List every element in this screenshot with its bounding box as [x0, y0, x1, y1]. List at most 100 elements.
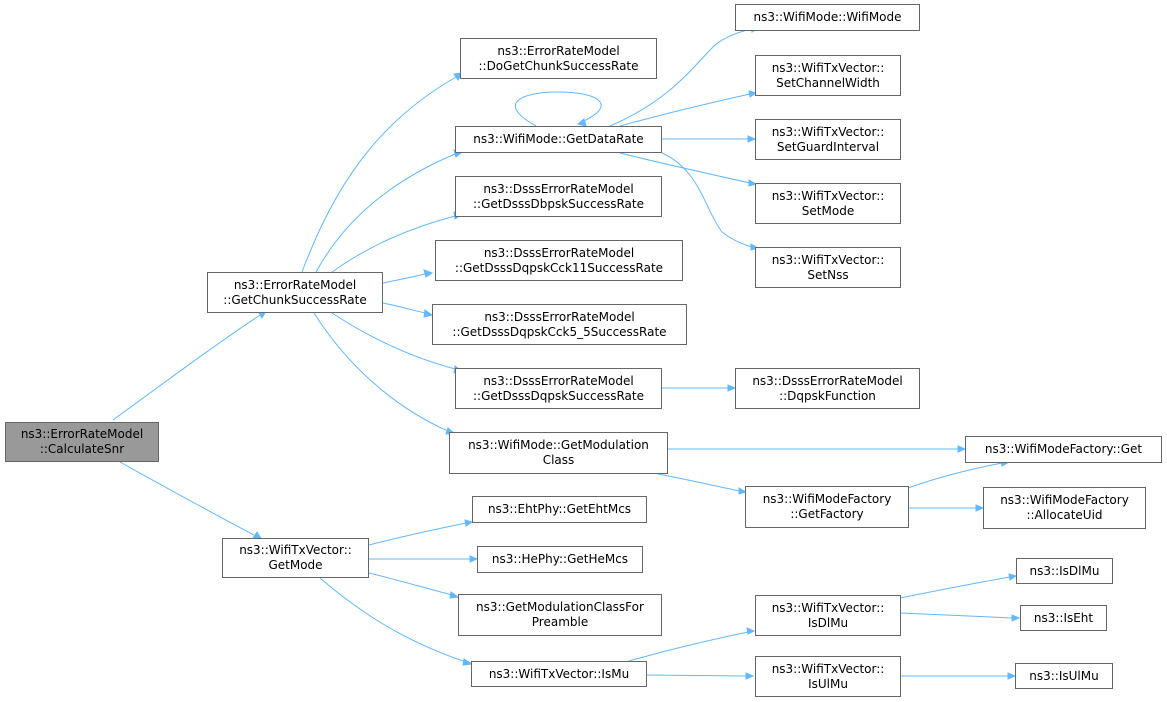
edge-getchunk-getmodclass [313, 312, 449, 432]
node-line: ns3::DsssErrorRateModel [483, 373, 634, 388]
arrowhead [449, 591, 460, 599]
node-set-guard-interval[interactable]: ns3::WifiTxVector:: SetGuardInterval [755, 119, 901, 160]
node-line: SetMode [801, 203, 855, 218]
node-line: SetNss [807, 267, 849, 282]
node-line: IsDlMu [807, 615, 849, 630]
node-line: ns3::ErrorRateModel [497, 43, 620, 58]
node-set-nss[interactable]: ns3::WifiTxVector:: SetNss [755, 247, 901, 288]
node-get-modulation-class-for-preamble[interactable]: ns3::GetModulationClassFor Preamble [458, 594, 662, 636]
node-line: ns3::WifiModeFactory::Get [984, 442, 1143, 456]
node-get-dsss-dbpsk-success-rate[interactable]: ns3::DsssErrorRateModel ::GetDsssDbpskSu… [455, 176, 662, 217]
edge-getmode-modclasspre [368, 572, 453, 596]
node-line: ::CalculateSnr [39, 442, 125, 456]
node-get-chunk-success-rate[interactable]: ns3::ErrorRateModel ::GetChunkSuccessRat… [207, 272, 383, 313]
edge-getdatarate-wifimode [609, 28, 753, 127]
node-line: ns3::IsDlMu [1029, 563, 1100, 578]
node-get-mode[interactable]: ns3::WifiTxVector:: GetMode [222, 538, 369, 578]
node-get-factory[interactable]: ns3::WifiModeFactory ::GetFactory [745, 486, 909, 528]
node-line: IsUlMu [808, 676, 848, 691]
edge-getmodclass-getfactory [657, 473, 741, 492]
node-allocate-uid[interactable]: ns3::WifiModeFactory ::AllocateUid [983, 487, 1146, 529]
node-dqpsk-function[interactable]: ns3::DsssErrorRateModel ::DqpskFunction [735, 368, 920, 409]
node-wifi-mode-ctor[interactable]: ns3::WifiMode::WifiMode [735, 4, 920, 31]
node-tx-is-ul-mu[interactable]: ns3::WifiTxVector:: IsUlMu [755, 656, 901, 697]
edge-txisdlmu-isdlmu [899, 576, 1011, 599]
arrowhead [727, 384, 737, 392]
node-line: ns3::DsssErrorRateModel [483, 181, 634, 196]
arrowhead [957, 445, 967, 453]
edge-getchunk-cck55 [382, 302, 426, 314]
node-line: Class [542, 453, 575, 467]
edge-getmode-ismu [319, 577, 467, 663]
node-set-mode[interactable]: ns3::WifiTxVector:: SetMode [755, 183, 901, 224]
node-line: ns3::WifiTxVector:: [771, 252, 885, 267]
node-is-eht[interactable]: ns3::IsEht [1020, 605, 1107, 631]
edge-ismu-txisulmu [645, 674, 747, 677]
node-set-channel-width[interactable]: ns3::WifiTxVector:: SetChannelWidth [755, 55, 901, 96]
edge-txisdlmu-iseht [899, 612, 1013, 619]
node-line: ::GetDsssDqpskCck11SuccessRate [454, 260, 664, 275]
arrowhead [464, 519, 474, 527]
node-get-modulation-class[interactable]: ns3::WifiMode::GetModulation Class [449, 432, 668, 474]
edge-getchunk-dqpsk [331, 312, 456, 370]
node-is-ul-mu[interactable]: ns3::IsUlMu [1015, 663, 1113, 689]
arrowhead [423, 269, 434, 278]
edge-getdatarate-setnss [661, 152, 753, 248]
node-line: ns3::GetModulationClassFor [476, 600, 644, 614]
node-tx-is-dl-mu[interactable]: ns3::WifiTxVector:: IsDlMu [755, 595, 901, 636]
node-line: ::GetDsssDqpskSuccessRate [473, 388, 644, 403]
node-get-data-rate[interactable]: ns3::WifiMode::GetDataRate [455, 126, 662, 153]
node-line: ::DoGetChunkSuccessRate [478, 58, 639, 73]
node-line: ns3::WifiTxVector:: [771, 60, 885, 75]
node-line: ns3::WifiModeFactory [762, 492, 892, 506]
node-is-mu[interactable]: ns3::WifiTxVector::IsMu [471, 661, 647, 687]
node-is-dl-mu[interactable]: ns3::IsDlMu [1016, 558, 1113, 584]
node-line: ns3::EhtPhy::GetEhtMcs [487, 502, 632, 516]
arrowhead [746, 627, 756, 635]
node-do-get-chunk-success-rate[interactable]: ns3::ErrorRateModel ::DoGetChunkSuccessR… [460, 38, 657, 79]
arrowhead [748, 179, 758, 187]
node-get-dsss-dqpsk-cck11-success-rate[interactable]: ns3::DsssErrorRateModel ::GetDsssDqpskCc… [435, 240, 683, 281]
node-line: ::GetDsssDqpskCck5_5SuccessRate [452, 324, 667, 339]
node-line: ::GetDsssDbpskSuccessRate [473, 196, 644, 211]
node-line: ns3::DsssErrorRateModel [483, 245, 635, 260]
node-line: ns3::WifiTxVector:: [771, 188, 885, 203]
edge-getchunk-getdatarate [315, 153, 456, 273]
arrowhead [462, 658, 474, 666]
arrowhead [975, 504, 985, 512]
node-line: ns3::IsEht [1033, 610, 1094, 625]
node-line: ::AllocateUid [1026, 508, 1103, 522]
arrowhead [423, 309, 434, 318]
arrowhead [748, 90, 758, 98]
node-line: ::GetFactory [790, 507, 864, 521]
arrowhead [1007, 672, 1017, 680]
node-line: ns3::IsUlMu [1029, 668, 1099, 683]
arrowhead [738, 487, 748, 495]
node-line: ::DqpskFunction [779, 388, 876, 403]
arrowhead [745, 672, 755, 680]
node-line: ns3::DsssErrorRateModel [752, 373, 903, 388]
edge-getmode-ehtmcs [368, 522, 467, 546]
arrowheads-layer [252, 25, 1021, 680]
node-get-dsss-dqpsk-cck5-5-success-rate[interactable]: ns3::DsssErrorRateModel ::GetDsssDqpskCc… [432, 304, 687, 345]
edge-calc-getchunk [112, 314, 261, 421]
node-line: ns3::WifiMode::GetDataRate [473, 132, 644, 146]
edge-getchunk-cck11 [382, 273, 426, 284]
node-wifi-mode-factory-get[interactable]: ns3::WifiModeFactory::Get [965, 436, 1162, 463]
node-get-he-mcs[interactable]: ns3::HePhy::GetHeMcs [477, 546, 643, 573]
edge-getchunk-dochunk [301, 76, 457, 273]
node-line: ns3::WifiMode::GetModulation [468, 438, 649, 452]
node-line: SetChannelWidth [776, 75, 880, 90]
node-get-eht-mcs[interactable]: ns3::EhtPhy::GetEhtMcs [472, 496, 647, 523]
edge-getfactory-factoryget [907, 462, 1003, 489]
node-line: ns3::DsssErrorRateModel [484, 309, 635, 324]
node-line: ns3::WifiModeFactory [1000, 493, 1129, 507]
arrowhead [1008, 573, 1018, 581]
node-get-dsss-dqpsk-success-rate[interactable]: ns3::DsssErrorRateModel ::GetDsssDqpskSu… [455, 368, 662, 409]
node-line: ns3::WifiTxVector::IsMu [488, 666, 630, 681]
node-line: ns3::WifiTxVector:: [771, 124, 885, 139]
node-line: ns3::WifiMode::WifiMode [753, 10, 902, 24]
edge-calc-getmode [119, 461, 255, 536]
edge-ismu-txisdlmu [621, 631, 749, 664]
